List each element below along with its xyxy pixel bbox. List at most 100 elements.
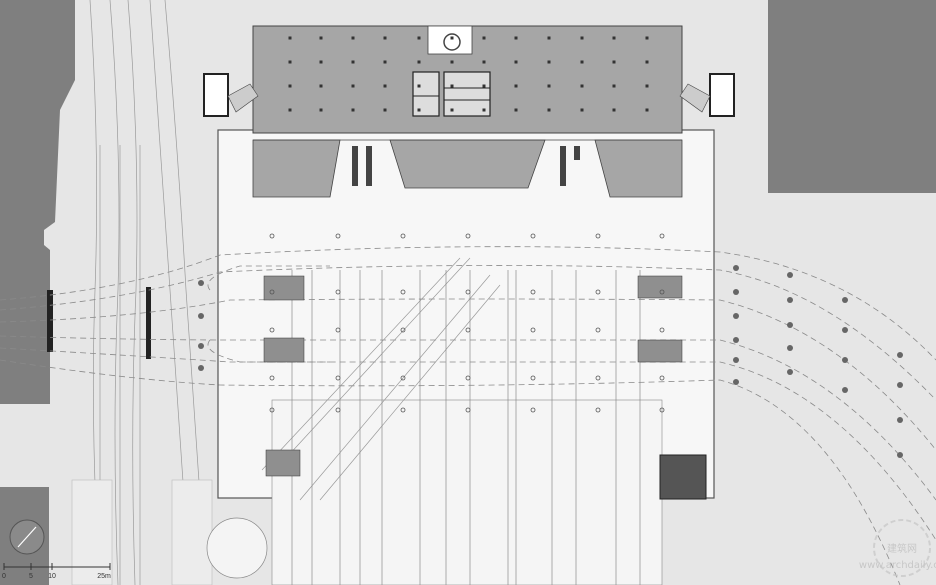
hall-column [659, 233, 665, 239]
hall-column [595, 327, 601, 333]
outer-column [733, 313, 739, 319]
column-square [417, 60, 421, 64]
column-square [482, 84, 486, 88]
right-dark-building [768, 0, 936, 193]
hall-column [400, 233, 406, 239]
column-square [319, 84, 323, 88]
outer-column [198, 365, 204, 371]
column-square [580, 36, 584, 40]
column-square [547, 36, 551, 40]
column-square [547, 108, 551, 112]
left-dark-buildings [0, 0, 75, 585]
hall-column [465, 375, 471, 381]
upper-column-grid [288, 36, 649, 112]
hall-column [400, 375, 406, 381]
column-square [514, 108, 518, 112]
column-square [580, 108, 584, 112]
stair-tower-left [203, 73, 259, 117]
column-square [288, 36, 292, 40]
column-square [383, 84, 387, 88]
column-square [612, 36, 616, 40]
outer-column [842, 297, 848, 303]
column-square [417, 84, 421, 88]
column-square [612, 60, 616, 64]
column-square [645, 60, 649, 64]
hall-column [465, 327, 471, 333]
column-square [645, 36, 649, 40]
outer-column [842, 357, 848, 363]
outer-column [198, 343, 204, 349]
column-square [514, 84, 518, 88]
hall-column [400, 407, 406, 413]
left-rail-marker [47, 290, 53, 352]
column-square [514, 36, 518, 40]
column-square [417, 36, 421, 40]
scale-tick-25m: 25m [97, 573, 111, 580]
outer-column [842, 327, 848, 333]
platform-lines [291, 270, 641, 585]
column-square [351, 108, 355, 112]
column-square [383, 108, 387, 112]
watermark-url: www.archdaily.cn [859, 560, 936, 571]
outer-column [897, 382, 903, 388]
column-square [612, 108, 616, 112]
outer-column [733, 337, 739, 343]
hall-column [659, 289, 665, 295]
outer-column [787, 297, 793, 303]
hall-column [465, 233, 471, 239]
hall-column [530, 327, 536, 333]
column-square [612, 84, 616, 88]
outer-column [787, 322, 793, 328]
column-square [351, 60, 355, 64]
hall-column [335, 327, 341, 333]
outer-column [733, 357, 739, 363]
outer-column [733, 379, 739, 385]
lower-right-grid-block [659, 454, 707, 500]
outer-column [787, 345, 793, 351]
track-curves [0, 246, 936, 585]
outer-column [897, 417, 903, 423]
column-square [450, 36, 454, 40]
column-square [450, 108, 454, 112]
column-square [482, 36, 486, 40]
hall-column [595, 375, 601, 381]
column-square [417, 108, 421, 112]
column-square [645, 108, 649, 112]
column-square [450, 84, 454, 88]
hall-column [530, 375, 536, 381]
outer-column [787, 369, 793, 375]
outer-column [787, 272, 793, 278]
hall-column [400, 327, 406, 333]
north-arrow [9, 519, 45, 555]
column-square [319, 60, 323, 64]
hall-column [530, 289, 536, 295]
outer-column [842, 387, 848, 393]
hall-column [335, 233, 341, 239]
column-square [288, 60, 292, 64]
column-square [482, 60, 486, 64]
outer-column [733, 289, 739, 295]
hall-column [595, 289, 601, 295]
hall-column [465, 407, 471, 413]
stair-tower-right [679, 73, 735, 117]
outer-column [198, 313, 204, 319]
hall-column [400, 289, 406, 295]
column-square [547, 84, 551, 88]
outer-column [733, 265, 739, 271]
hall-column [335, 289, 341, 295]
outer-column [198, 280, 204, 286]
hall-column [335, 375, 341, 381]
upper-escalators [352, 146, 580, 186]
hall-column [659, 407, 665, 413]
hall-column [595, 407, 601, 413]
upper-building [252, 25, 683, 198]
column-square [482, 108, 486, 112]
outer-column [897, 452, 903, 458]
scale-tick-10: 10 [48, 573, 56, 580]
hall-column [269, 375, 275, 381]
hall-column [465, 289, 471, 295]
hall-column-grid [269, 233, 665, 413]
hall-column [530, 407, 536, 413]
hall-column [595, 233, 601, 239]
hall-column [335, 407, 341, 413]
